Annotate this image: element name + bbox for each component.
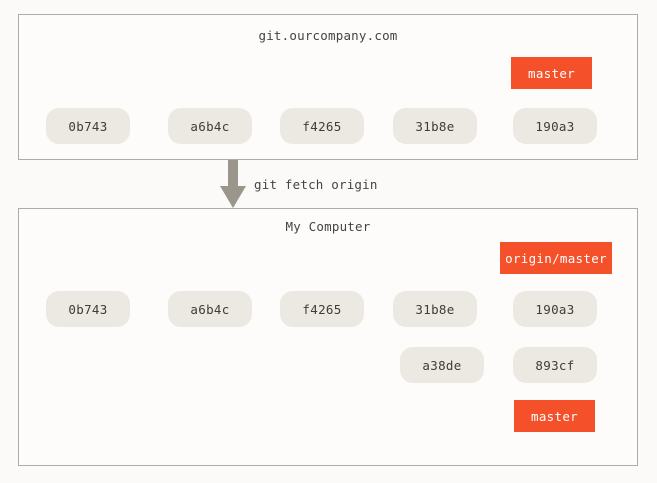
commit-node[interactable]: a6b4c [168,291,252,327]
commit-node[interactable]: 31b8e [393,108,477,144]
ref-label-master[interactable]: master [514,400,595,432]
commit-node[interactable]: 893cf [513,347,597,383]
commit-node[interactable]: f4265 [280,108,364,144]
panel-title-local: My Computer [285,219,371,234]
commit-node[interactable]: 190a3 [513,291,597,327]
panel-title-remote: git.ourcompany.com [258,28,398,43]
commit-node[interactable]: 190a3 [513,108,597,144]
commit-node[interactable]: 0b743 [46,291,130,327]
commit-node[interactable]: f4265 [280,291,364,327]
ref-label-origin-master[interactable]: origin/master [500,242,612,274]
commit-node[interactable]: 0b743 [46,108,130,144]
ref-label-master[interactable]: master [511,57,592,89]
git-fetch-arrow [220,160,246,208]
commit-node[interactable]: 31b8e [393,291,477,327]
git-fetch-caption: git fetch origin [254,177,378,192]
commit-node[interactable]: a38de [400,347,484,383]
commit-node[interactable]: a6b4c [168,108,252,144]
